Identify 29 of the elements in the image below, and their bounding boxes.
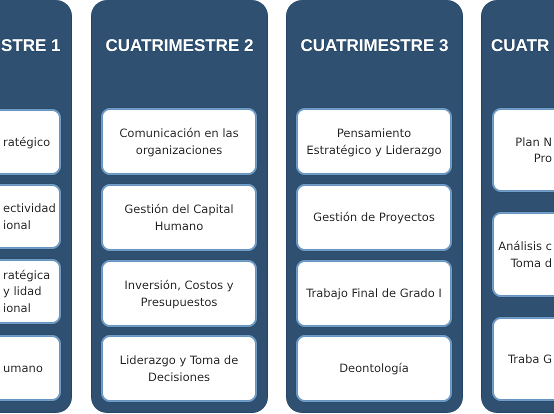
course-card — [296, 108, 452, 175]
course-card — [296, 335, 452, 402]
course-name: Inversión, Costos y Presupuestos — [123, 277, 235, 310]
course-card — [101, 335, 257, 402]
course-card — [101, 260, 257, 327]
course-name: Traba G — [508, 350, 552, 368]
semester-heading: STRE 1 — [1, 36, 61, 56]
course-card — [101, 108, 257, 175]
course-name: Liderazgo y Toma de Decisiones — [118, 352, 240, 385]
course-name: ectividad ional — [3, 200, 57, 233]
semester-panel — [91, 0, 268, 413]
course-name: Plan N Pro — [514, 134, 552, 166]
course-name: Gestión del Capital Humano — [123, 201, 235, 234]
course-card — [296, 184, 452, 251]
semester-heading: CUATRIMESTRE 3 — [300, 36, 450, 56]
course-name: ratégica y lidad ional — [3, 267, 52, 316]
course-name: umano — [3, 360, 43, 376]
semester-heading: CUATRIMESTRE 2 — [104, 36, 254, 56]
course-card — [296, 260, 452, 327]
course-card — [101, 184, 257, 251]
semester-heading: CUATR — [491, 36, 550, 56]
course-name: Comunicación en las organizaciones — [118, 125, 240, 158]
course-name: Análisis c Toma d — [497, 238, 552, 271]
semester-panel — [286, 0, 463, 413]
course-name: Gestión de Proyectos — [312, 209, 436, 226]
course-name: Deontología — [338, 360, 410, 377]
course-name: Trabajo Final de Grado I — [305, 285, 443, 302]
course-name: ratégico — [3, 134, 50, 150]
course-name: Pensamiento Estratégico y Liderazgo — [305, 125, 443, 158]
